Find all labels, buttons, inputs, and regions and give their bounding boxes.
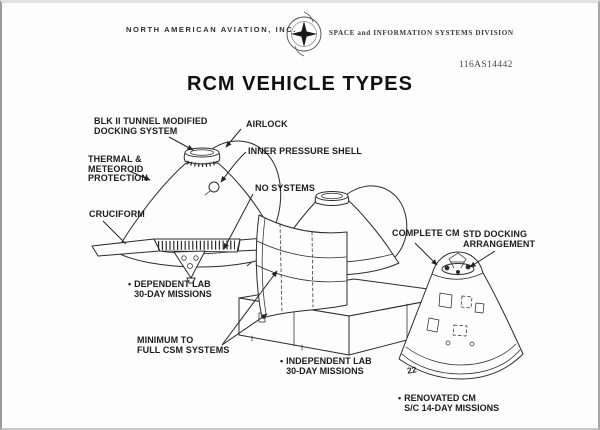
vehicle-renovated-cm-drawing — [398, 251, 524, 380]
cm-base-number: 22 — [406, 364, 418, 376]
callout-cruciform: CRUCIFORM — [89, 209, 145, 219]
division-name: SPACE and INFORMATION SYSTEMS DIVISION — [329, 29, 514, 37]
callout-complete-cm: COMPLETE CM — [392, 228, 460, 238]
callout-std-docking: STD DOCKING ARRANGEMENT — [463, 229, 536, 249]
pressure-shell-port — [204, 181, 220, 196]
docking-collar-2 — [314, 191, 350, 206]
diagram-canvas — [91, 128, 524, 380]
rack-shelves — [255, 214, 348, 319]
callout-minimum-csm: MINIMUM TO FULL CSM SYSTEMS — [137, 335, 230, 355]
callout-airlock: AIRLOCK — [246, 119, 288, 129]
caption-independent-lab: • INDEPENDENT LAB 30-DAY MISSIONS — [280, 356, 372, 376]
docking-collar — [183, 147, 221, 167]
document-number: 116AS14442 — [459, 60, 513, 70]
caption-renovated-cm: • RENOVATED CM S/C 14-DAY MISSIONS — [398, 393, 500, 413]
bullet-icon: • — [398, 393, 402, 403]
naa-compass-rosette-icon — [286, 11, 322, 57]
leader-lines — [102, 128, 496, 346]
docking-probe — [441, 252, 475, 275]
callout-thermal-meteoroid: THERMAL & METEOROID PROTECTION — [88, 154, 149, 183]
bullet-icon: • — [128, 279, 132, 289]
cm-surface-panels — [426, 292, 485, 347]
airlock-dome-2 — [345, 185, 408, 260]
callout-inner-pressure-shell: INNER PRESSURE SHELL — [248, 146, 363, 156]
caption-dependent-lab: • DEPENDENT LAB 30-DAY MISSIONS — [128, 279, 212, 299]
callout-no-systems: NO SYSTEMS — [255, 183, 316, 193]
page-title: RCM VEHICLE TYPES — [187, 73, 413, 95]
bullet-icon: • — [280, 356, 284, 366]
callout-blk-ii-docking: BLK II TUNNEL MODIFIED DOCKING SYSTEM — [94, 116, 208, 136]
company-name: NORTH AMERICAN AVIATION, INC. — [126, 25, 297, 34]
